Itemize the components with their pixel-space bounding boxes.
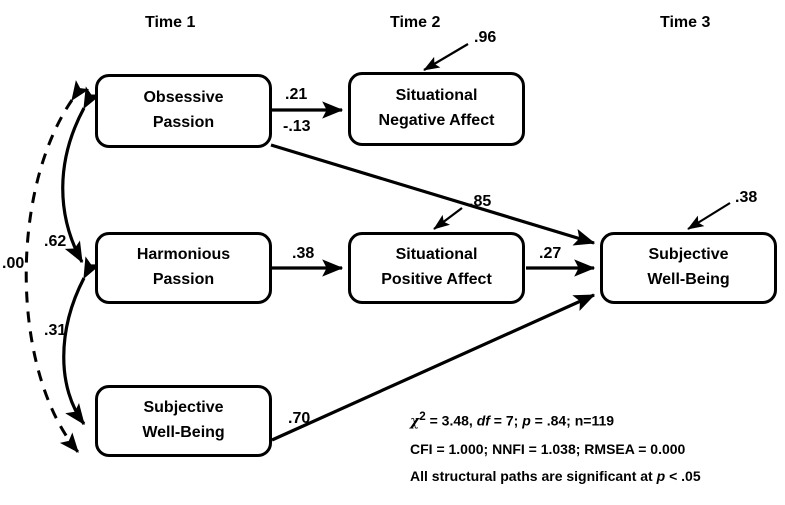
curve-op-swb1-covariance-dashed xyxy=(24,80,90,453)
arrow-disturbance-sna xyxy=(423,43,469,71)
node-label-line1: Situational xyxy=(395,87,478,105)
path-label-spa-to-swb3: .27 xyxy=(539,245,562,262)
node-label-line2: Passion xyxy=(152,271,215,288)
p-symbol: p xyxy=(522,412,531,429)
path-label-swb1-to-swb3: .70 xyxy=(288,410,311,427)
node-label-line2: Well-Being xyxy=(647,271,730,288)
node-subjective-wellbeing-time3[interactable]: Subjective Well-Being xyxy=(600,232,777,304)
p-value-and-n: = .84; n=119 xyxy=(530,412,615,429)
significance-suffix: < .05 xyxy=(665,468,701,485)
chi-symbol: χ xyxy=(410,413,420,430)
node-obsessive-passion[interactable]: Obsessive Passion xyxy=(95,74,272,148)
path-label-op-to-swb3: -.13 xyxy=(283,118,311,135)
df-symbol: df xyxy=(476,412,490,429)
node-situational-positive-affect[interactable]: Situational Positive Affect xyxy=(348,232,525,304)
path-label-op-hp-covariance: .62 xyxy=(44,233,67,250)
model-fit-statistics: χ2 = 3.48, df = 7; p = .84; n=119 CFI = … xyxy=(410,406,701,491)
arrow-disturbance-swb3 xyxy=(687,202,731,230)
disturbance-label-sna: .96 xyxy=(474,29,497,46)
period-header-time2: Time 2 xyxy=(390,14,441,31)
path-label-hp-swb1-covariance: .31 xyxy=(44,322,67,339)
arrow-disturbance-spa xyxy=(433,207,463,230)
chi-exponent: 2 xyxy=(419,410,426,423)
significance-prefix: All structural paths are significant at xyxy=(410,468,657,485)
path-label-op-to-sna: .21 xyxy=(285,86,308,103)
fit-line-indices: CFI = 1.000; NNFI = 1.038; RMSEA = 0.000 xyxy=(410,440,686,457)
node-label-line2: Passion xyxy=(152,114,215,131)
arrow-op-to-swb3 xyxy=(270,143,596,246)
fit-line-significance: All structural paths are significant at … xyxy=(410,463,701,490)
p-symbol: p xyxy=(656,468,666,485)
node-harmonious-passion[interactable]: Harmonious Passion xyxy=(95,232,272,304)
path-label-hp-to-spa: .38 xyxy=(292,245,315,262)
disturbance-label-swb3: .38 xyxy=(735,189,758,206)
node-label-line2: Positive Affect xyxy=(381,271,492,288)
node-label-line1: Situational xyxy=(395,246,478,264)
disturbance-label-spa: .85 xyxy=(469,193,492,210)
fit-line-chi-square: χ2 = 3.48, df = 7; p = .84; n=119 xyxy=(410,406,701,436)
node-label-line1: Subjective xyxy=(143,399,224,417)
node-label-line1: Obsessive xyxy=(143,89,224,107)
node-subjective-wellbeing-time1[interactable]: Subjective Well-Being xyxy=(95,385,272,457)
arrow-swb1-to-swb3 xyxy=(271,293,596,442)
node-label-line2: Well-Being xyxy=(142,424,225,441)
period-header-time1: Time 1 xyxy=(145,14,196,31)
period-header-time3: Time 3 xyxy=(660,14,711,31)
node-label-line1: Subjective xyxy=(648,246,729,264)
curve-hp-swb1-covariance xyxy=(62,256,101,426)
node-label-line1: Harmonious xyxy=(136,246,231,264)
node-situational-negative-affect[interactable]: Situational Negative Affect xyxy=(348,72,525,146)
node-label-line2: Negative Affect xyxy=(378,112,495,129)
df-value: = 7; xyxy=(489,412,523,429)
chi-value: = 3.48, xyxy=(425,412,477,429)
path-label-op-swb1-covariance: .00 xyxy=(2,255,25,272)
